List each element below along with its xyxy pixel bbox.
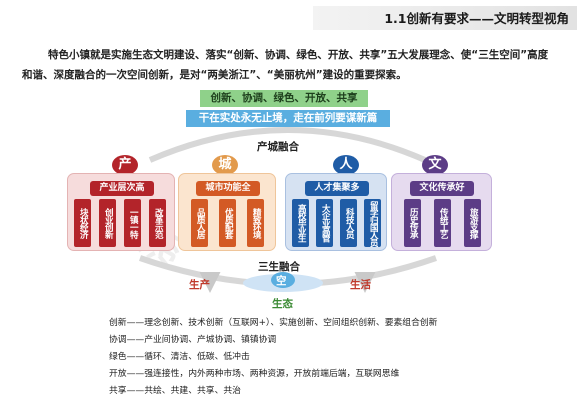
pillar-title-people: 人: [333, 155, 359, 175]
legend-term: 绿色: [109, 352, 127, 362]
legend-desc: ——强连接性，内外两种市场、两种资源，开放前端后端，互联网思维: [126, 369, 400, 379]
pillar-title-city: 城: [212, 155, 238, 175]
pillar-item: 科技人员: [340, 199, 357, 247]
label-production: 生产: [189, 279, 210, 291]
pillar-box-people: 人才集聚多 高校毕业生 大企业高管 科技人员 留学归国人员: [285, 173, 387, 251]
pillar-box-industry: 产业层次高 块状经济 创业创新 一镇一特 改革示范: [67, 173, 175, 251]
legend-term: 开放: [109, 369, 127, 379]
legend-term: 协调: [109, 335, 127, 345]
legend-line: 绿色——循环、清洁、低碳、低冲击: [109, 349, 250, 362]
pillar-item: 品质人居: [191, 199, 208, 247]
pillar-subtitle: 文化传承好: [410, 181, 474, 196]
space-circle: [271, 272, 295, 288]
pillar-item: 块状经济: [74, 199, 91, 247]
legend-desc: ——共绘、共建、共享、共治: [126, 386, 241, 396]
pillar-subtitle: 城市功能全: [196, 181, 260, 196]
slogan-banner: 干在实处永无止境，走在前列要谋新篇: [186, 110, 390, 127]
pillar-title-culture: 文: [422, 155, 448, 175]
pillar-subtitle: 人才集聚多: [305, 181, 369, 196]
pillar-item: 留学归国人员: [364, 199, 381, 247]
legend-term: 创新: [109, 318, 127, 328]
legend-line: 开放——强连接性，内外两种市场、两种资源，开放前端后端，互联网思维: [109, 366, 399, 379]
legend-line: 共享——共绘、共建、共享、共治: [109, 383, 241, 396]
pillar-title-industry: 产: [112, 155, 138, 175]
pillar-item: 高校毕业生: [292, 199, 309, 247]
legend-desc: ——理念创新、技术创新（互联网+）、实施创新、空间组织创新、要素组合创新: [126, 318, 438, 328]
pillar-item: 历史传承: [404, 199, 421, 247]
upper-arc: [148, 127, 427, 163]
pillar-subtitle: 产业层次高: [90, 181, 154, 196]
legend-desc: ——产业间协调、产城协调、镇镇协调: [126, 335, 277, 345]
label-industry-city: 产城融合: [257, 141, 299, 153]
intro-paragraph: 特色小镇就是实施生态文明建设、落实“创新、协调、绿色、开放、共享”五大发展理念、…: [22, 49, 549, 81]
header-bar: [313, 6, 577, 30]
pillar-item: 一镇一特: [124, 199, 141, 247]
pillar-box-city: 城市功能全 品质人居 优质配套 精致环境: [178, 173, 276, 251]
pillar-item: 精致环境: [247, 199, 264, 247]
pillar-box-culture: 文化传承好 历史传承 传统工艺 旅游支撑: [391, 173, 492, 251]
label-ecology: 生态: [272, 298, 293, 310]
legend-desc: ——循环、清洁、低碳、低冲击: [126, 352, 250, 362]
pillar-item: 改革示范: [149, 199, 166, 247]
page-title: 1.1创新有要求——文明转型视角: [384, 11, 569, 26]
label-space: 空: [276, 275, 287, 287]
pillar-item: 优质配套: [219, 199, 236, 247]
pillar-item: 大企业高管: [316, 199, 333, 247]
label-living: 生活: [350, 279, 371, 291]
pillar-item: 创业创新: [99, 199, 116, 247]
principles-banner: 创新、协调、绿色、开放、共享: [200, 90, 368, 107]
pillar-item: 传统工艺: [434, 199, 451, 247]
legend-line: 创新——理念创新、技术创新（互联网+）、实施创新、空间组织创新、要素组合创新: [109, 315, 437, 328]
legend-term: 共享: [109, 386, 127, 396]
label-three-life: 三生融合: [258, 261, 300, 273]
legend-line: 协调——产业间协调、产城协调、镇镇协调: [109, 332, 276, 345]
pillar-item: 旅游支撑: [464, 199, 481, 247]
